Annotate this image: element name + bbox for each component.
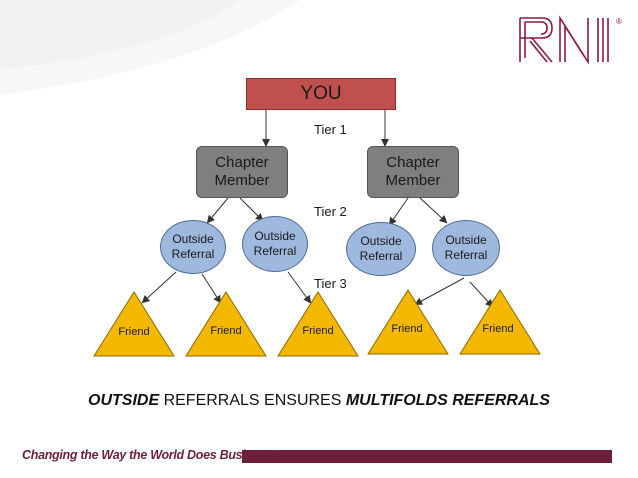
connector-referral4-friend4 [414, 277, 465, 305]
tier-3-label: Tier 3 [314, 276, 347, 291]
friend-label-1: Friend [118, 326, 150, 338]
outside-referral-node-2: Outside Referral [242, 216, 308, 272]
tier-2-label: Tier 2 [314, 204, 347, 219]
registered-mark: ® [616, 17, 622, 26]
outside-referral-node-4: Outside Referral [432, 220, 500, 276]
friend-label-4: Friend [391, 323, 423, 335]
friend-triangle-5 [459, 289, 541, 355]
slogan: OUTSIDE REFERRALS ENSURES MULTIFOLDS REF… [0, 392, 638, 410]
connector-member1-referral1 [206, 197, 229, 224]
background-wave [0, 0, 300, 95]
you-node: YOU [246, 78, 396, 110]
connector-referral1-friend2 [201, 273, 222, 304]
bni-logo: ® [519, 15, 622, 65]
footer-tagline: Changing the Way the World Does Business… [22, 448, 282, 462]
footer-bar [242, 450, 612, 463]
connector-referral2-friend3 [287, 271, 312, 304]
chapter-member-node-1: Chapter Member [196, 146, 288, 198]
connector-referral1-friend1 [141, 271, 177, 304]
outside-referral-node-1: Outside Referral [160, 220, 226, 274]
outside-referral-node-3: Outside Referral [346, 222, 416, 276]
friend-label-3: Friend [302, 325, 334, 337]
friend-triangle-4 [367, 289, 449, 355]
connector-member1-referral2 [239, 197, 264, 222]
friend-triangle-2 [185, 291, 267, 357]
friend-label-5: Friend [482, 323, 514, 335]
slogan-middle: REFERRALS ENSURES [159, 392, 346, 409]
friend-label-2: Friend [210, 325, 242, 337]
connector-member2-referral3 [388, 197, 409, 226]
tier-1-label: Tier 1 [314, 122, 347, 137]
slogan-emphasis-outside: OUTSIDE [88, 392, 160, 409]
connector-referral4-friend5 [469, 281, 494, 308]
chapter-member-node-2: Chapter Member [367, 146, 459, 198]
friend-triangle-3 [277, 291, 359, 357]
friend-triangle-1 [93, 291, 175, 357]
connector-member2-referral4 [419, 197, 448, 224]
slogan-emphasis-multifolds: MULTIFOLDS REFERRALS [345, 392, 550, 409]
